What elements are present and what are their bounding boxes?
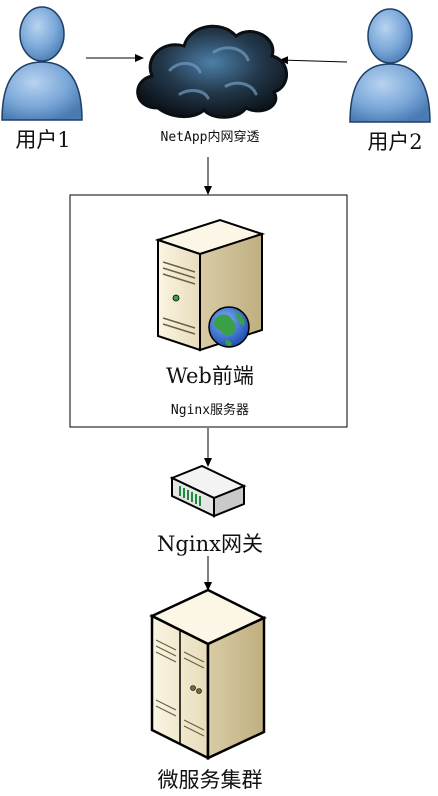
web-frontend-label: Web前端 <box>166 364 254 388</box>
arrow-user2-to-cloud <box>279 56 348 65</box>
router-icon <box>169 464 247 518</box>
globe-icon <box>208 306 250 348</box>
nginx-gateway-label: Nginx网关 <box>157 532 263 556</box>
cloud-icon <box>136 24 288 119</box>
user2-label: 用户2 <box>367 130 423 154</box>
cloud-label: NetApp内网穿透 <box>160 130 260 145</box>
nginx-server-label: Nginx服务器 <box>170 403 250 418</box>
microservice-cluster-label: 微服务集群 <box>157 768 263 792</box>
connectors <box>86 54 348 591</box>
user1-label: 用户1 <box>15 128 71 152</box>
server-icon <box>154 218 266 352</box>
server-cluster-icon <box>149 588 267 761</box>
user-icon <box>1 6 83 121</box>
user-icon <box>349 8 431 123</box>
